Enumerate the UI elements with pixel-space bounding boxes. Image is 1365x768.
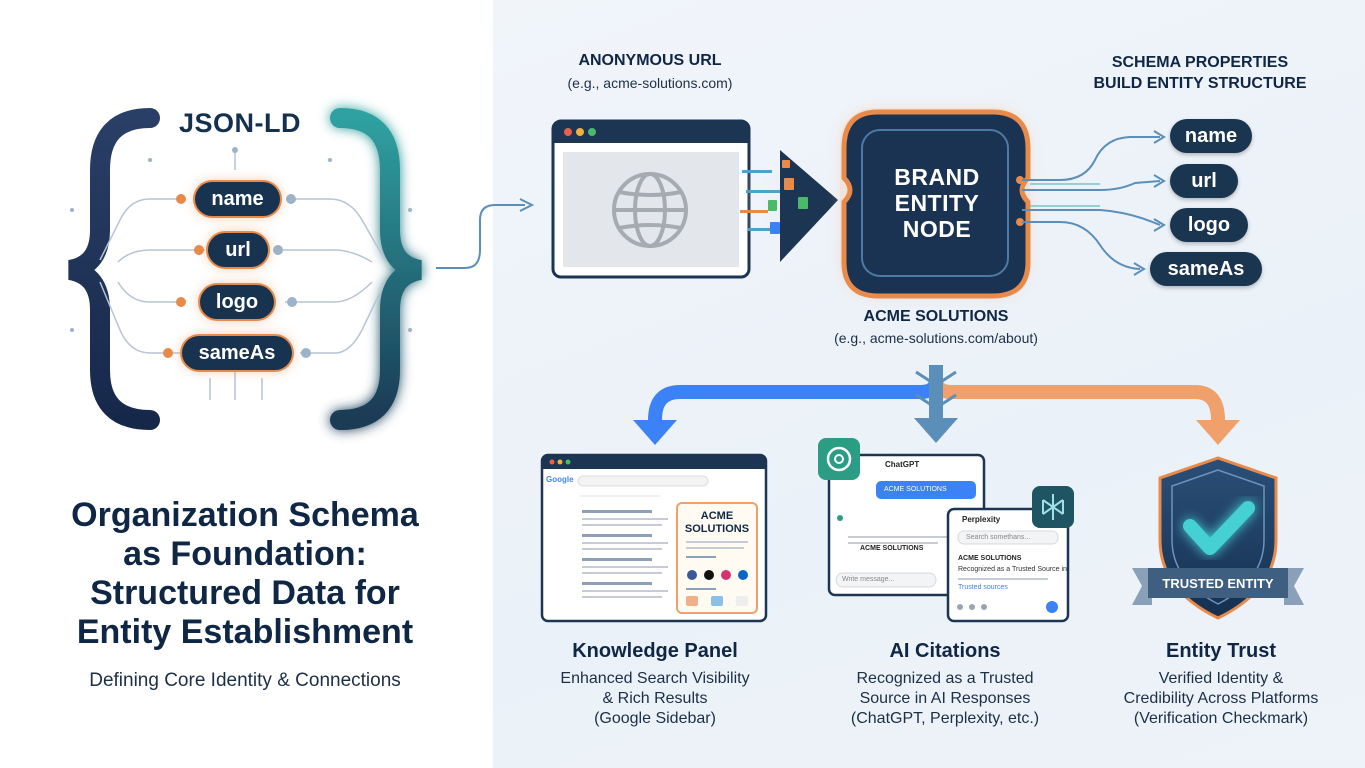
chatgpt-window xyxy=(818,438,986,597)
knowledge-panel-name-line-1: ACME xyxy=(700,510,734,522)
main-title-line-3: Structured Data for xyxy=(90,574,400,612)
trust-desc-3: (Verification Checkmark) xyxy=(1133,710,1309,727)
chatgpt-label: ChatGPT xyxy=(885,460,920,469)
ai-caption: AI Citations Recognized as a Trusted Sou… xyxy=(815,640,1075,729)
node-property-lines xyxy=(1022,130,1166,276)
acme-title: ACME SOLUTIONS xyxy=(863,308,1009,325)
globe-icon xyxy=(612,172,688,248)
node-property-lines-teal xyxy=(1030,183,1100,207)
connector-arrow-left xyxy=(436,198,535,269)
knowledge-panel-name: ACME SOLUTIONS xyxy=(677,510,757,536)
schema-pill-name: name xyxy=(1170,119,1252,153)
perplexity-line: Recognized as a Trusted Source in xyxy=(958,566,1067,573)
knowledge-desc-2: & Rich Results xyxy=(602,690,708,707)
schema-pill-sameas: sameAs xyxy=(1150,252,1262,286)
perplexity-label: Perplexity xyxy=(962,515,1001,524)
schema-props-title-1: SCHEMA PROPERTIES xyxy=(1111,54,1289,71)
property-pill-name: name xyxy=(195,182,280,216)
trust-desc-2: Credibility Across Platforms xyxy=(1123,690,1319,707)
knowledge-panel-screen xyxy=(540,453,768,623)
chatgpt-bubble: ACME SOLUTIONS xyxy=(884,486,947,493)
circuit-lines xyxy=(99,150,386,400)
acme-example: (e.g., acme-solutions.com/about) xyxy=(834,330,1038,346)
knowledge-desc-1: Enhanced Search Visibility xyxy=(560,670,750,687)
right-brace xyxy=(330,108,423,430)
brand-node-label: BRAND ENTITY NODE xyxy=(862,164,1012,242)
trust-desc-1: Verified Identity & xyxy=(1158,670,1284,687)
search-logo: Google xyxy=(546,475,574,484)
ai-desc-1: Recognized as a Trusted xyxy=(856,670,1034,687)
trust-caption: Entity Trust Verified Identity & Credibi… xyxy=(1090,640,1352,729)
schema-pill-logo: logo xyxy=(1170,208,1248,242)
circuit-dots xyxy=(70,147,412,358)
anon-url-example: (e.g., acme-solutions.com) xyxy=(567,75,733,91)
perplexity-window xyxy=(946,486,1074,623)
schema-pill-url: url xyxy=(1170,164,1238,198)
left-brace xyxy=(67,108,160,430)
ai-title: AI Citations xyxy=(889,640,1001,662)
node-line-1: BRAND xyxy=(894,164,980,190)
knowledge-desc-3: (Google Sidebar) xyxy=(594,710,716,727)
chatgpt-input: Write message... xyxy=(842,576,895,583)
knowledge-title: Knowledge Panel xyxy=(572,640,738,662)
brand-entity-node xyxy=(840,108,1031,299)
checkmark-icon xyxy=(1183,501,1255,555)
node-line-3: NODE xyxy=(902,216,972,242)
trusted-ribbon xyxy=(1132,568,1304,605)
chatgpt-entity-name: ACME SOLUTIONS xyxy=(860,545,924,552)
trusted-ribbon-label: TRUSTED ENTITY xyxy=(1162,576,1274,591)
schema-props-title-2: BUILD ENTITY STRUCTURE xyxy=(1093,75,1307,92)
property-pill-sameas: sameAs xyxy=(182,336,292,370)
main-title-line-4: Entity Establishment xyxy=(76,613,414,651)
property-pill-logo: logo xyxy=(200,285,274,319)
main-title: Organization Schema as Foundation: Struc… xyxy=(40,496,450,652)
branch-arrows xyxy=(633,365,1240,445)
perplexity-entity-name: ACME SOLUTIONS xyxy=(958,555,1022,562)
knowledge-caption: Knowledge Panel Enhanced Search Visibili… xyxy=(530,640,780,729)
ai-desc-2: Source in AI Responses xyxy=(859,690,1031,707)
perplexity-sources: Trusted sources xyxy=(958,584,1008,591)
knowledge-panel-name-line-2: SOLUTIONS xyxy=(684,523,750,535)
property-pill-url: url xyxy=(208,233,268,267)
json-ld-title: JSON-LD xyxy=(178,108,301,138)
data-stream-arrow xyxy=(738,150,838,262)
main-title-line-1: Organization Schema xyxy=(71,496,419,534)
perplexity-search: Search somethans... xyxy=(966,534,1031,541)
anon-url-title: ANONYMOUS URL xyxy=(578,52,722,69)
main-title-line-2: as Foundation: xyxy=(123,535,367,573)
browser-window xyxy=(551,119,751,279)
ai-desc-3: (ChatGPT, Perplexity, etc.) xyxy=(850,710,1040,727)
left-panel xyxy=(0,0,493,768)
main-subtitle: Defining Core Identity & Connections xyxy=(89,670,401,691)
node-line-2: ENTITY xyxy=(894,190,980,216)
trust-title: Entity Trust xyxy=(1165,640,1276,662)
